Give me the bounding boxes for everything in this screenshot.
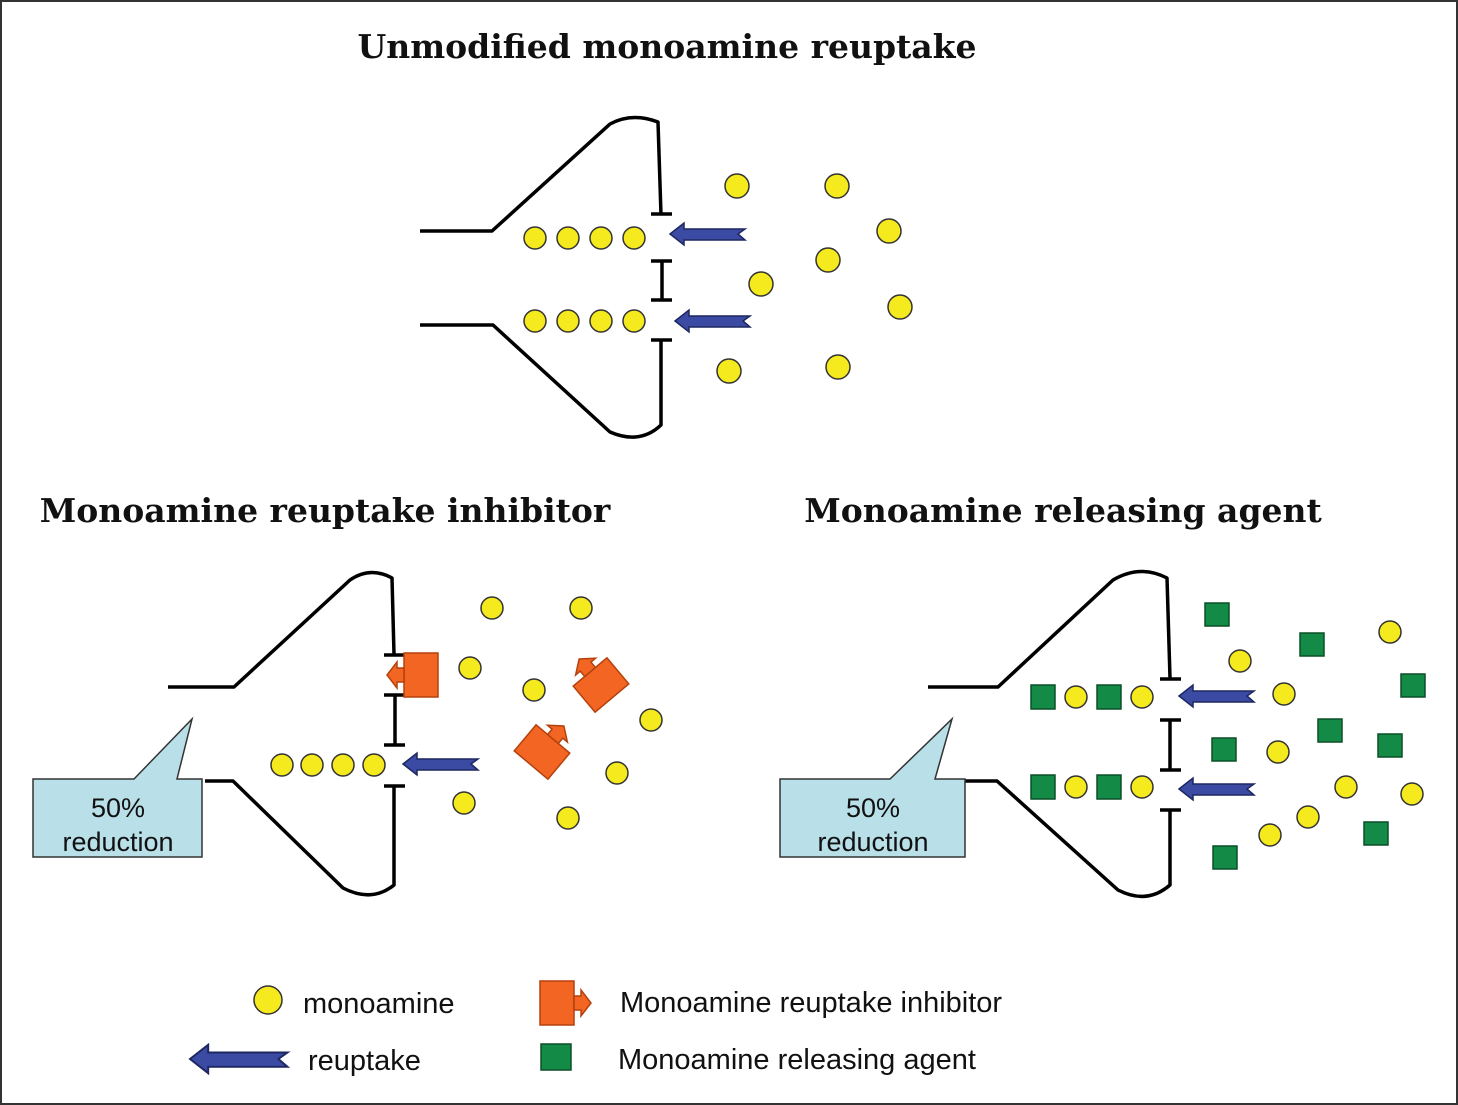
reduction-callout: 50% reduction <box>32 716 203 858</box>
free-reuptake-inhibitor <box>561 644 630 713</box>
legend-releasing-label: Monoamine releasing agent <box>618 1044 976 1076</box>
transporter-gaps <box>651 212 672 342</box>
synaptic-contents <box>1204 602 1426 870</box>
synaptic-monoamines <box>716 173 913 384</box>
callout-label: reduction <box>817 827 928 857</box>
reuptake-arrow <box>402 752 479 776</box>
releasing-panel: 50% reduction <box>779 569 1426 899</box>
inhibitor-title: Monoamine reuptake inhibitor <box>40 491 611 530</box>
reuptake-arrow <box>669 222 746 246</box>
vesicle-monoamines <box>523 226 646 333</box>
legend-monoamine-swatch <box>253 985 283 1015</box>
presynaptic-terminal <box>420 115 663 439</box>
transporter-gaps <box>1160 677 1181 812</box>
vesicle-monoamines <box>270 753 386 777</box>
synaptic-monoamines <box>452 596 663 830</box>
releasing-title: Monoamine releasing agent <box>804 491 1322 530</box>
reduction-callout: 50% reduction <box>779 716 966 858</box>
presynaptic-terminal <box>168 570 396 897</box>
callout-label: reduction <box>62 827 173 857</box>
vesicle-contents <box>1030 684 1154 800</box>
bound-reuptake-inhibitor <box>386 652 439 698</box>
free-reuptake-inhibitor <box>513 711 582 780</box>
legend-monoamine-label: monoamine <box>303 988 455 1020</box>
legend: monoamine reuptake Monoamine reuptake in… <box>189 980 1002 1077</box>
inhibitor-panel: 50% reduction <box>32 570 663 897</box>
unmodified-panel <box>420 115 913 439</box>
reuptake-arrow <box>674 309 751 333</box>
legend-releasing-swatch <box>540 1043 572 1071</box>
callout-percent: 50% <box>846 793 900 823</box>
legend-reuptake-label: reuptake <box>308 1045 421 1077</box>
reuptake-arrow <box>1178 777 1255 801</box>
callout-percent: 50% <box>91 793 145 823</box>
unmodified-title: Unmodified monoamine reuptake <box>357 27 976 66</box>
legend-reuptake-swatch <box>189 1043 289 1075</box>
presynaptic-terminal <box>928 569 1172 899</box>
legend-inhibitor-label: Monoamine reuptake inhibitor <box>620 987 1002 1019</box>
legend-inhibitor-swatch <box>539 980 592 1026</box>
reuptake-arrow <box>1178 684 1255 708</box>
transporter-gaps <box>384 653 405 788</box>
